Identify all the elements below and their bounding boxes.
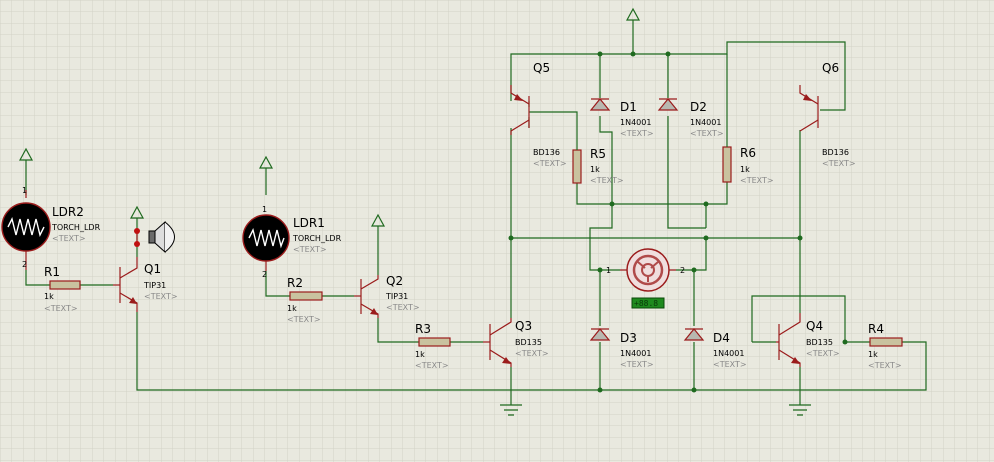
power-terminal-q2[interactable] bbox=[370, 213, 386, 230]
d3-ref: D3 bbox=[620, 331, 637, 345]
ldr1-pin2: 2 bbox=[262, 270, 267, 279]
r5-value: 1k bbox=[590, 165, 600, 174]
q4-text: <TEXT> bbox=[806, 349, 840, 358]
r3-value: 1k bbox=[415, 350, 425, 359]
ldr1-text: <TEXT> bbox=[293, 245, 327, 254]
q1-ref: Q1 bbox=[144, 262, 161, 276]
r2-ref: R2 bbox=[287, 276, 303, 290]
q6-value: BD136 bbox=[822, 148, 849, 157]
q5-value: BD136 bbox=[533, 148, 560, 157]
power-terminal-ldr2[interactable] bbox=[18, 147, 34, 195]
r5-text: <TEXT> bbox=[590, 176, 624, 185]
q2-text: <TEXT> bbox=[386, 303, 420, 312]
transistor-q6[interactable]: Q6 BD136 <TEXT> bbox=[799, 61, 856, 168]
r4-ref: R4 bbox=[868, 322, 884, 336]
resistor-r2[interactable]: R2 1k <TEXT> bbox=[287, 276, 323, 324]
ldr2-pin1: 1 bbox=[22, 186, 27, 195]
q1-value: TIP31 bbox=[143, 281, 166, 290]
resistor-r3[interactable]: R3 1k <TEXT> bbox=[415, 322, 451, 370]
diode-d2[interactable]: D2 1N4001 <TEXT> bbox=[657, 98, 724, 138]
q2-value: TIP31 bbox=[385, 292, 408, 301]
ground-symbol-q3[interactable] bbox=[500, 404, 522, 416]
r1-text: <TEXT> bbox=[44, 304, 78, 313]
diode-d3[interactable]: D3 1N4001 <TEXT> bbox=[589, 328, 654, 369]
r5-ref: R5 bbox=[590, 147, 606, 161]
transistor-q2[interactable]: Q2 TIP31 <TEXT> bbox=[354, 274, 420, 318]
r4-value: 1k bbox=[868, 350, 878, 359]
r3-text: <TEXT> bbox=[415, 361, 449, 370]
d1-text: <TEXT> bbox=[620, 129, 654, 138]
junction-dots bbox=[508, 51, 848, 393]
r2-value: 1k bbox=[287, 304, 297, 313]
r2-text: <TEXT> bbox=[287, 315, 321, 324]
ldr2-value: TORCH_LDR bbox=[51, 223, 101, 232]
motor-display bbox=[631, 297, 665, 309]
d2-text: <TEXT> bbox=[690, 129, 724, 138]
q3-text: <TEXT> bbox=[515, 349, 549, 358]
r3-ref: R3 bbox=[415, 322, 431, 336]
d4-text: <TEXT> bbox=[713, 360, 747, 369]
r4-text: <TEXT> bbox=[868, 361, 902, 370]
diode-d1[interactable]: D1 1N4001 <TEXT> bbox=[589, 98, 654, 138]
resistor-r1[interactable]: R1 1k <TEXT> bbox=[44, 265, 81, 313]
ground-symbol-q4[interactable] bbox=[789, 404, 811, 416]
q6-text: <TEXT> bbox=[822, 159, 856, 168]
transistor-q1[interactable]: Q1 TIP31 <TEXT> bbox=[113, 257, 178, 312]
transistor-q5[interactable]: Q5 BD136 <TEXT> bbox=[510, 61, 567, 168]
power-terminal-top[interactable] bbox=[625, 7, 641, 21]
motor-pin1: 1 bbox=[606, 266, 611, 275]
speaker-icon[interactable] bbox=[134, 220, 175, 254]
ldr1-pin1: 1 bbox=[262, 205, 267, 214]
r1-ref: R1 bbox=[44, 265, 60, 279]
power-terminal-ldr1[interactable] bbox=[258, 155, 274, 195]
ldr2-ref: LDR2 bbox=[52, 205, 84, 219]
q2-ref: Q2 bbox=[386, 274, 403, 288]
transistor-q3[interactable]: Q3 BD135 <TEXT> bbox=[483, 318, 549, 367]
ldr1[interactable]: 1 2 LDR1 TORCH_LDR <TEXT> bbox=[242, 205, 342, 279]
resistor-r4[interactable]: R4 1k <TEXT> bbox=[868, 322, 903, 370]
r1-value: 1k bbox=[44, 292, 54, 301]
d2-ref: D2 bbox=[690, 100, 707, 114]
r6-text: <TEXT> bbox=[740, 176, 774, 185]
transistor-q4[interactable]: Q4 BD135 <TEXT> bbox=[776, 313, 840, 367]
d1-value: 1N4001 bbox=[620, 118, 651, 127]
wires bbox=[25, 20, 927, 405]
q4-ref: Q4 bbox=[806, 319, 823, 333]
motor-pin2: 2 bbox=[680, 266, 685, 275]
diode-d4[interactable]: D4 1N4001 <TEXT> bbox=[683, 328, 747, 369]
q4-value: BD135 bbox=[806, 338, 833, 347]
d2-value: 1N4001 bbox=[690, 118, 721, 127]
q5-ref: Q5 bbox=[533, 61, 550, 75]
resistor-r5[interactable]: R5 1k <TEXT> bbox=[572, 130, 624, 185]
q5-text: <TEXT> bbox=[533, 159, 567, 168]
resistor-r6[interactable]: R6 1k <TEXT> bbox=[722, 140, 774, 185]
q3-value: BD135 bbox=[515, 338, 542, 347]
ldr2-text: <TEXT> bbox=[52, 234, 86, 243]
motor-display-value: +88.8 bbox=[634, 299, 658, 308]
ldr2[interactable]: 1 2 LDR2 TORCH_LDR <TEXT> bbox=[1, 186, 101, 270]
d4-value: 1N4001 bbox=[713, 349, 744, 358]
d4-ref: D4 bbox=[713, 331, 730, 345]
motor-icon[interactable]: 1 2 +88.8 bbox=[606, 248, 685, 309]
d1-ref: D1 bbox=[620, 100, 637, 114]
ldr1-ref: LDR1 bbox=[293, 216, 325, 230]
ldr2-pin2: 2 bbox=[22, 260, 27, 269]
r6-ref: R6 bbox=[740, 146, 756, 160]
d3-value: 1N4001 bbox=[620, 349, 651, 358]
d3-text: <TEXT> bbox=[620, 360, 654, 369]
q6-ref: Q6 bbox=[822, 61, 839, 75]
q1-text: <TEXT> bbox=[144, 292, 178, 301]
ldr1-value: TORCH_LDR bbox=[292, 234, 342, 243]
r6-value: 1k bbox=[740, 165, 750, 174]
q3-ref: Q3 bbox=[515, 319, 532, 333]
